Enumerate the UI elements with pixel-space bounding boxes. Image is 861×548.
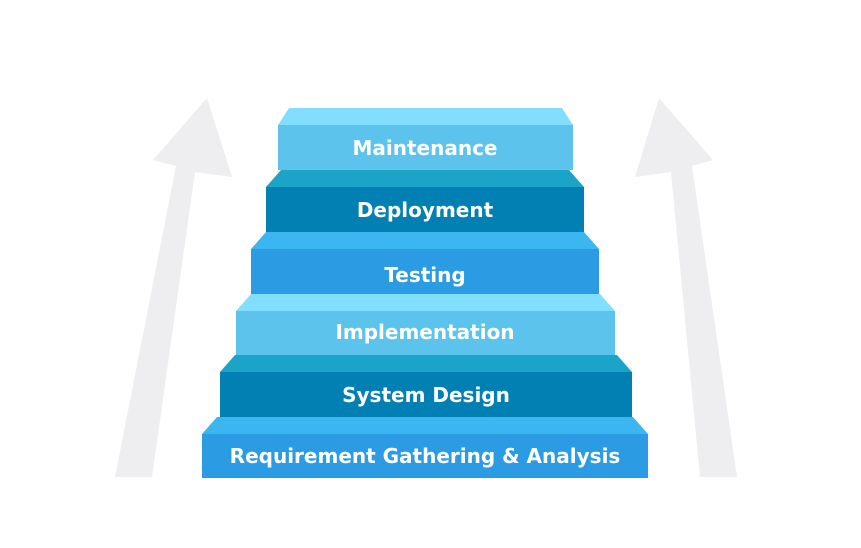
step-1-top	[202, 417, 648, 434]
step-3-top	[236, 294, 615, 311]
step-6-top	[278, 108, 573, 125]
step-2-label: System Design	[342, 383, 510, 407]
step-3: Implementation	[236, 294, 615, 355]
step-5-label: Deployment	[357, 198, 494, 222]
step-5-face	[266, 187, 584, 232]
step-6-face	[278, 125, 573, 170]
left-up-arrow	[115, 98, 232, 477]
step-5: Deployment	[266, 170, 584, 232]
step-5-top	[266, 170, 584, 187]
step-2-face	[220, 372, 632, 417]
step-4-top	[251, 232, 599, 249]
step-1-face	[202, 434, 648, 478]
step-1-label: Requirement Gathering & Analysis	[230, 444, 621, 468]
right-up-arrow	[635, 98, 737, 477]
step-4-face	[251, 249, 599, 294]
step-4: Testing	[251, 232, 599, 294]
step-4-label: Testing	[384, 263, 465, 287]
step-6: Maintenance	[278, 108, 573, 170]
step-2: System Design	[220, 355, 632, 417]
step-2-top	[220, 355, 632, 372]
step-1: Requirement Gathering & Analysis	[202, 417, 648, 478]
step-6-label: Maintenance	[352, 136, 497, 160]
step-3-label: Implementation	[335, 320, 514, 344]
step-3-face	[236, 311, 615, 355]
